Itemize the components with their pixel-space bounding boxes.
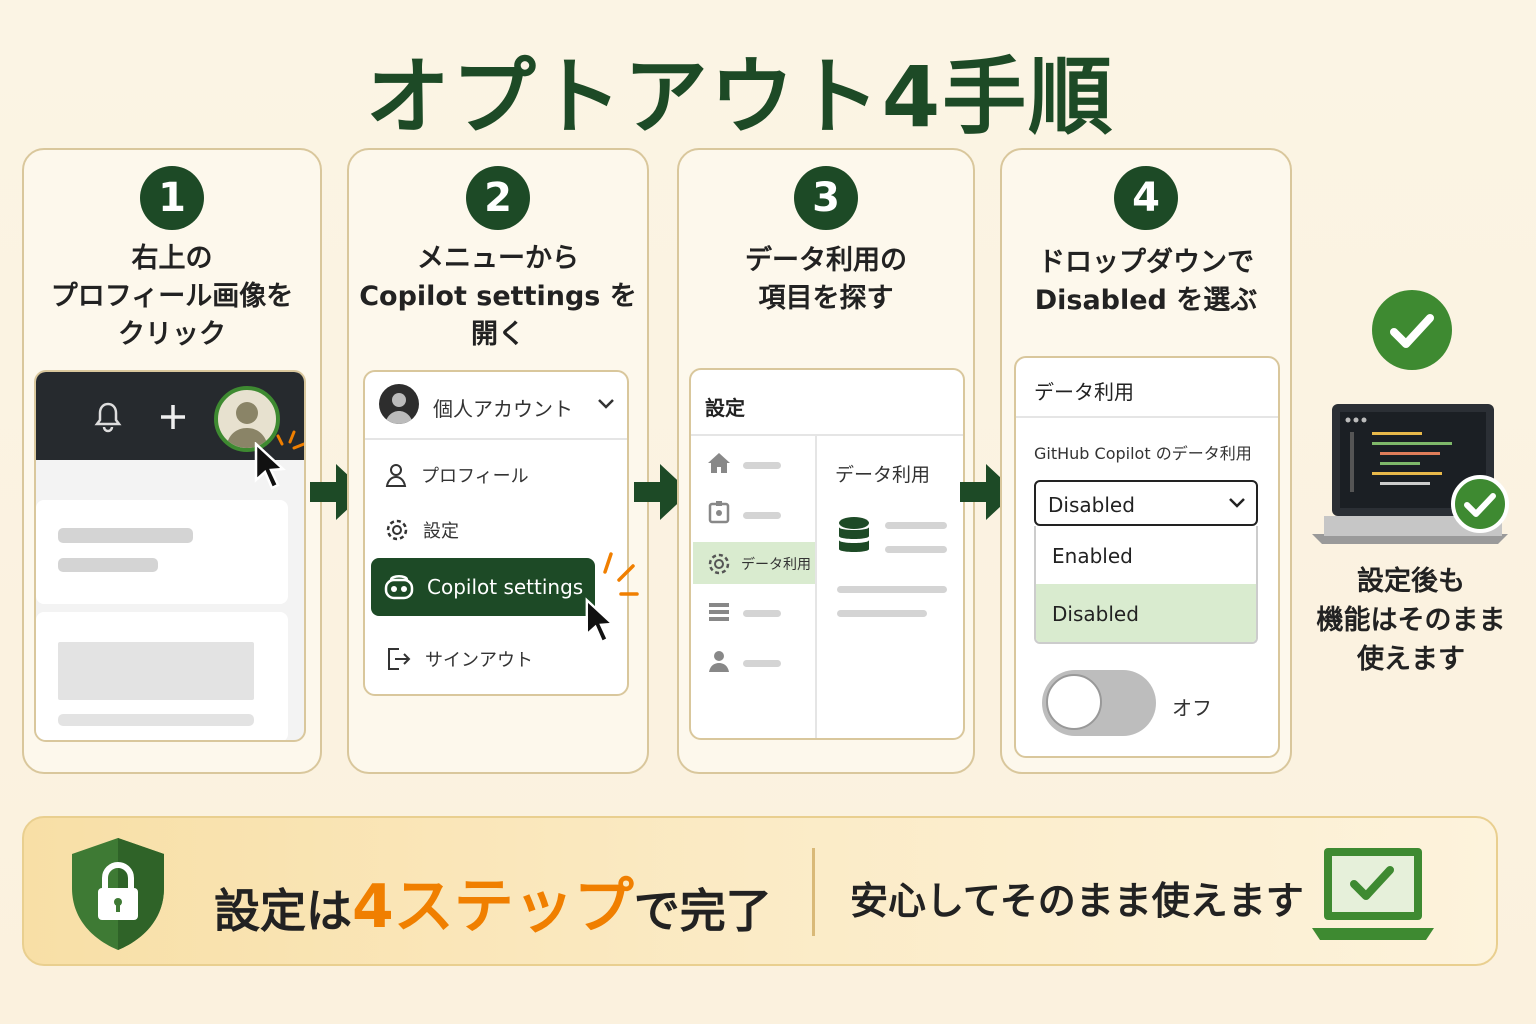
menu-item-settings[interactable]: 設定 (385, 517, 459, 543)
github-header-mock (34, 370, 306, 742)
settings-header: 設定 (691, 370, 963, 436)
step-number-4: 4 (1114, 166, 1178, 230)
step-text-3: データ利用の 項目を探す (745, 245, 907, 314)
gear-icon (708, 553, 730, 575)
arrow-right-icon (310, 464, 366, 520)
account-header[interactable]: 個人アカウント (365, 372, 627, 440)
chevron-down-icon (597, 396, 615, 415)
toggle-switch[interactable] (1042, 670, 1156, 736)
summary-left: 設定は4ステップで完了 (214, 872, 772, 942)
click-spark-icon (276, 428, 304, 462)
sidebar-item-badge[interactable] (707, 500, 731, 528)
sign-out-icon (388, 648, 411, 670)
after-note: 設定後も 機能はそのまま 使えます (1316, 566, 1506, 675)
option-disabled[interactable]: Disabled (1036, 584, 1256, 642)
step-text-2: メニューから Copilot settings を 開く (359, 243, 637, 350)
step-card-1: 1 右上の プロフィール画像を クリック (22, 148, 322, 774)
panel-title: データ利用 (1034, 380, 1134, 404)
avatar[interactable] (214, 386, 280, 452)
step-text-1: 右上の プロフィール画像を クリック (50, 243, 294, 350)
account-name: 個人アカウント (433, 397, 573, 421)
data-usage-select[interactable]: Disabled (1034, 480, 1258, 526)
step-card-2: 2 メニューから Copilot settings を 開く 個人アカウント プ… (347, 148, 649, 774)
home-icon (708, 453, 730, 473)
sidebar-item-data-usage[interactable]: データ利用 (693, 542, 815, 584)
menu-item-sign-out[interactable]: サインアウト (385, 646, 533, 672)
id-badge-icon (708, 501, 730, 524)
bell-icon[interactable] (92, 400, 124, 438)
content-block-1 (36, 500, 288, 604)
step-card-4: 4 ドロップダウンで Disabled を選ぶ データ利用 GitHub Cop… (1000, 148, 1292, 774)
step-number-1: 1 (140, 166, 204, 230)
option-enabled[interactable]: Enabled (1036, 526, 1256, 585)
laptop-check-icon (1310, 846, 1436, 948)
data-usage-title: データ利用 (835, 464, 931, 486)
list-icon (709, 603, 729, 621)
arrow-right-icon (634, 464, 690, 520)
arrow-right-icon (960, 464, 1016, 520)
cursor-icon (252, 441, 292, 496)
laptop-icon (1310, 402, 1510, 556)
settings-title: 設定 (705, 396, 745, 420)
settings-panel: 設定 データ利用 データ利用 (689, 368, 965, 740)
menu-item-copilot-settings[interactable]: Copilot settings (371, 558, 595, 616)
dropdown-options: Enabled Disabled (1034, 526, 1258, 644)
step-card-3: 3 データ利用の 項目を探す 設定 データ利用 データ利用 (677, 148, 975, 774)
field-label: GitHub Copilot のデータ利用 (1034, 444, 1252, 463)
account-avatar (379, 384, 419, 424)
shield-lock-icon (68, 836, 168, 956)
step-text-4: ドロップダウンで Disabled を選ぶ (1034, 247, 1258, 316)
summary-banner: 設定は4ステップで完了 安心してそのまま使えます (22, 816, 1498, 966)
top-bar (36, 372, 304, 490)
step-number-3: 3 (794, 166, 858, 230)
data-usage-panel: データ利用 GitHub Copilot のデータ利用 Disabled Ena… (1014, 356, 1280, 758)
click-spark-icon (601, 550, 641, 606)
toggle-label: オフ (1172, 696, 1212, 720)
plus-icon[interactable] (158, 402, 188, 436)
summary-right: 安心してそのまま使えます (850, 879, 1304, 923)
step-number-2: 2 (466, 166, 530, 230)
sidebar-item-user[interactable] (707, 650, 731, 676)
check-circle-icon (1372, 290, 1452, 370)
chevron-down-icon (1229, 498, 1245, 508)
highlight-text: 4ステップ (352, 872, 634, 942)
sidebar-item-home[interactable] (707, 452, 731, 478)
person-icon (385, 464, 407, 487)
database-icon (837, 516, 871, 564)
sidebar-item-list[interactable] (707, 600, 731, 626)
page-title: オプトアウト4手順 (365, 48, 1115, 146)
cursor-icon (583, 596, 621, 652)
copilot-icon (384, 575, 414, 600)
gear-icon (386, 519, 408, 541)
person-icon (709, 651, 729, 672)
account-menu: 個人アカウント プロフィール 設定 Copilot settings サインアウ… (363, 370, 629, 696)
content-block-2 (36, 612, 288, 740)
menu-item-profile[interactable]: プロフィール (385, 462, 529, 488)
